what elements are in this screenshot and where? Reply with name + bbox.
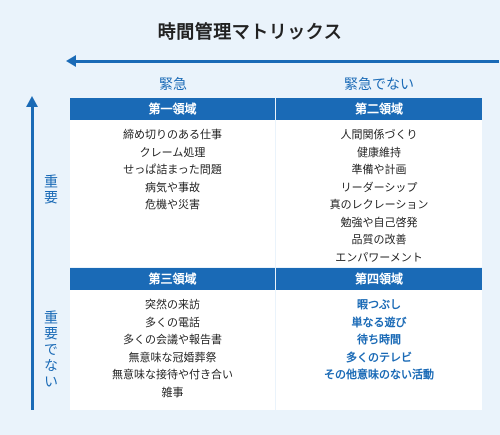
list-item: 無意味な接待や付き合い [112,368,233,381]
quadrant-heading: 第四領域 [276,268,482,290]
list-item: 無意味な冠婚葬祭 [128,350,217,364]
list-item: 危機や災害 [145,198,200,211]
list-item: 勉強や自己啓発 [340,215,418,229]
divider [275,98,276,410]
list-item: 健康維持 [357,145,401,159]
list-item: 人間関係づくり [340,128,418,141]
list-item: 暇つぶし [357,298,401,311]
quadrant-heading: 第二領域 [276,98,482,120]
list-item: 雑事 [161,385,184,399]
list-item: 病気や事故 [145,180,200,194]
row-label-important: 重要 [42,174,58,206]
list-item: 締め切りのある仕事 [123,128,222,141]
quadrant-items: 突然の来訪 多くの電話 多くの会議や報告書 無意味な冠婚葬祭 無意味な接待や付き… [70,290,275,410]
list-item: 突然の来訪 [145,298,200,311]
quadrant-2: 第二領域 人間関係づくり 健康維持 準備や計画 リーダーシップ 真のレクレーショ… [276,98,482,268]
quadrant-heading: 第三領域 [70,268,275,290]
quadrant-heading: 第一領域 [70,98,275,120]
list-item: 多くの電話 [145,315,200,329]
quadrant-items: 締め切りのある仕事 クレーム処理 せっぱ詰まった問題 病気や事故 危機や災害 [70,120,275,268]
quadrant-items: 暇つぶし 単なる遊び 待ち時間 多くのテレビ その他意味のない活動 [276,290,482,410]
list-item: 真のレクレーション [329,198,429,211]
column-label-urgent: 緊急 [159,77,187,93]
list-item: 多くの会議や報告書 [123,333,222,346]
page-title: 時間管理マトリックス [157,22,343,43]
column-label-not-urgent: 緊急でない [344,77,414,93]
list-item: せっぱ詰まった問題 [123,163,222,176]
quadrant-3: 第三領域 突然の来訪 多くの電話 多くの会議や報告書 無意味な冠婚葬祭 無意味な… [70,268,275,410]
divider [70,267,482,268]
list-item: 多くのテレビ [346,350,412,364]
list-item: 待ち時間 [357,333,401,346]
quadrant-1: 第一領域 締め切りのある仕事 クレーム処理 せっぱ詰まった問題 病気や事故 危機… [70,98,275,268]
list-item: エンパワーメント [335,250,423,264]
arrow-left-icon [66,55,76,67]
list-item: その他意味のない活動 [324,368,434,381]
list-item: 単なる遊び [351,315,407,329]
row-label-not-important: 重要でない [42,310,58,390]
list-item: クレーム処理 [139,145,206,159]
list-item: 品質の改善 [351,233,407,246]
arrow-up-icon [26,96,38,107]
quadrant-items: 人間関係づくり 健康維持 準備や計画 リーダーシップ 真のレクレーション 勉強や… [276,120,482,268]
quadrant-4: 第四領域 暇つぶし 単なる遊び 待ち時間 多くのテレビ その他意味のない活動 [276,268,482,410]
importance-axis-arrow [31,106,34,410]
list-item: リーダーシップ [340,180,418,194]
list-item: 準備や計画 [351,163,407,176]
urgency-axis-arrow [74,60,499,63]
